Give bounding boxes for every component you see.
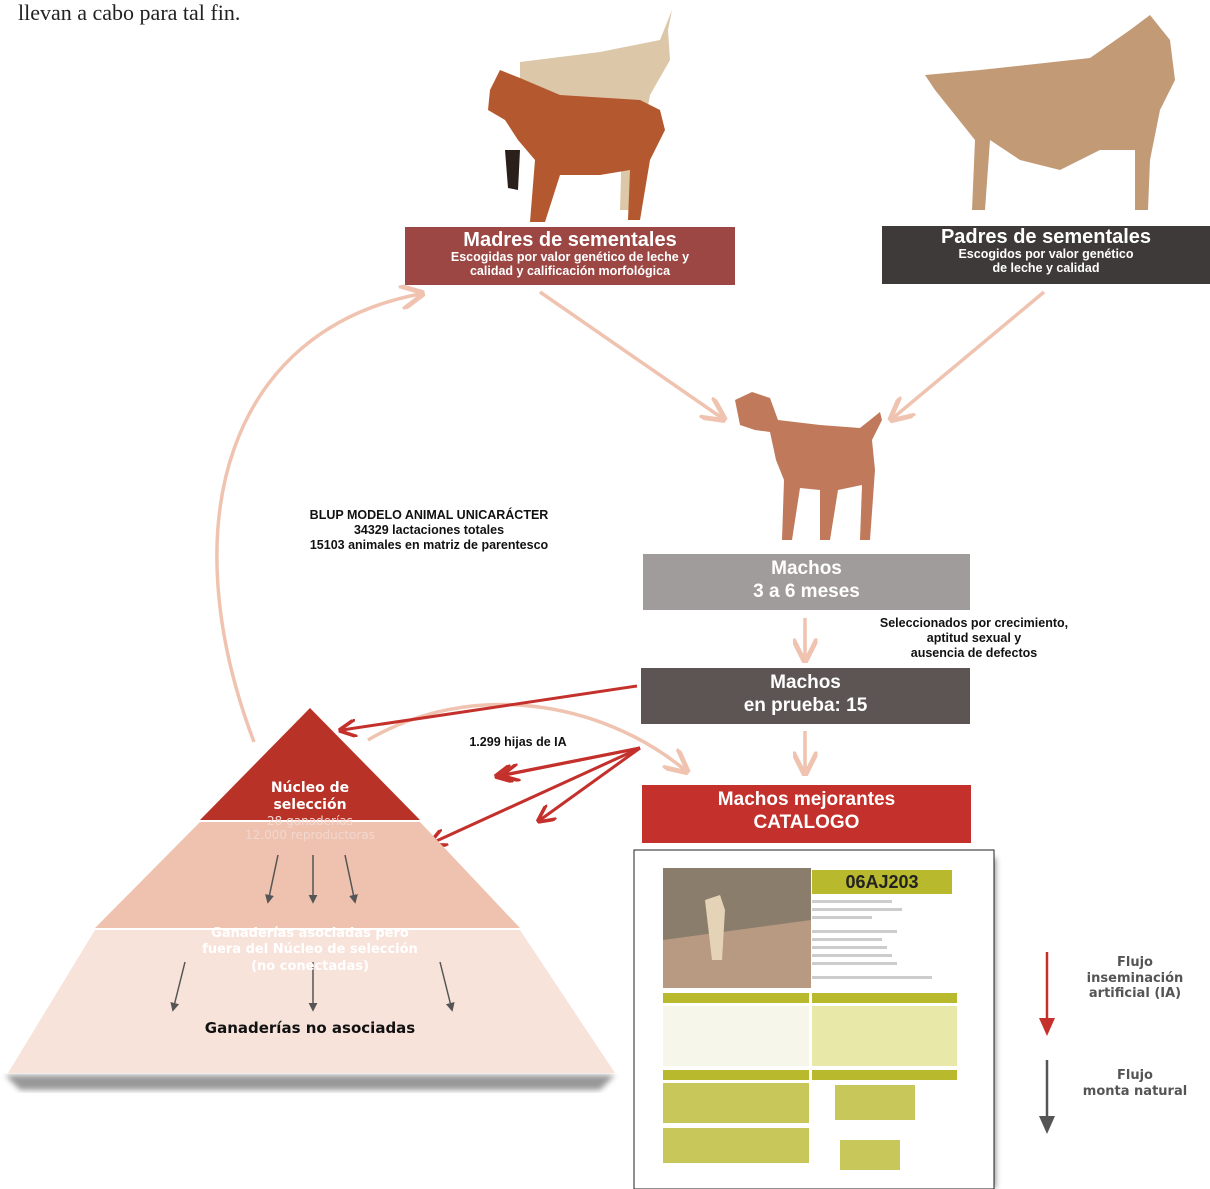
legend-monta-line-1: Flujo — [1117, 1068, 1153, 1083]
hijas-ia-label: 1.299 hijas de IA — [469, 735, 567, 749]
machos-joven-line-1: Machos — [771, 558, 842, 579]
arrow-blup-to-madres — [215, 294, 420, 743]
arrow-nat-1 — [265, 854, 279, 904]
madres-box: Madres de sementales Escogidas por valor… — [405, 227, 735, 285]
machos-mejorantes-box: Machos mejorantes CATALOGO — [642, 785, 971, 843]
goat-macho-image — [735, 392, 882, 540]
padres-box: Padres de sementales Escogidos por valor… — [882, 226, 1210, 284]
catalog-document: 06AJ203 — [633, 849, 995, 1189]
nucleo-line-1: 28 ganaderías — [267, 813, 353, 828]
machos-joven-line-2: 3 a 6 meses — [753, 580, 860, 602]
mejorantes-line-1: Machos mejorantes — [717, 789, 896, 810]
mejorantes-line-2: CATALOGO — [753, 811, 860, 833]
blup-line-3: 15103 animales en matriz de parentesco — [309, 538, 549, 552]
asociadas-line-1: Ganaderías asociadas pero — [211, 926, 409, 941]
legend-ia-line-1: Flujo — [1117, 955, 1153, 970]
nucleo-title-1: Núcleo de — [270, 780, 350, 796]
legend-ia-line-2: inseminación — [1086, 970, 1184, 986]
blup-note: BLUP MODELO ANIMAL UNICARÁCTER 34329 lac… — [284, 508, 574, 553]
asociadas-text: Ganaderías asociadas pero fuera del Núcl… — [160, 926, 460, 975]
asociadas-line-3: (no conectadas) — [251, 958, 369, 974]
asociadas-line-2: fuera del Núcleo de selección — [202, 942, 418, 958]
padres-subtitle-1: Escogidos por valor genético — [958, 247, 1134, 261]
madres-subtitle-1: Escogidas por valor genético de leche y — [450, 250, 690, 264]
pyramid-shadow — [5, 1075, 615, 1090]
madres-title: Madres de sementales — [463, 229, 677, 251]
arrow-padres-to-macho — [893, 290, 1046, 418]
catalog-code: 06AJ203 — [845, 872, 918, 892]
blup-line-1: BLUP MODELO ANIMAL UNICARÁCTER — [309, 508, 549, 522]
goat-madres-image — [488, 10, 672, 222]
arrow-nat-6 — [439, 961, 455, 1012]
machos-prueba-line-2: en prueba: 15 — [743, 694, 868, 716]
legend-monta-line-2: monta natural — [1082, 1083, 1188, 1099]
madres-subtitle-2: calidad y calificación morfológica — [469, 263, 671, 278]
arrow-catalog-to-noasociadas — [540, 746, 641, 820]
seleccion-line-2: aptitud sexual y — [926, 631, 1022, 645]
goat-padres-image — [925, 15, 1175, 210]
blup-line-2: 34329 lactaciones totales — [353, 523, 505, 537]
machos-prueba-line-1: Machos — [770, 672, 841, 693]
intro-text: llevan a cabo para tal fin. — [18, 0, 241, 25]
machos-prueba-box: Machos en prueba: 15 — [641, 668, 970, 724]
arrow-nat-3 — [344, 854, 358, 904]
machos-joven-box: Machos 3 a 6 meses — [643, 554, 970, 610]
legend-ia: Flujo inseminación artificial (IA) — [1075, 955, 1195, 1002]
arrow-madres-to-macho — [539, 290, 722, 418]
arrow-prueba-to-nucleo — [342, 684, 638, 730]
padres-title: Padres de sementales — [940, 226, 1152, 248]
seleccion-line-3: ausencia de defectos — [910, 646, 1038, 660]
arrow-nat-4 — [170, 961, 186, 1012]
nucleo-line-2: 12.000 reproductoras — [245, 827, 375, 842]
arrow-catalog-to-nucleo — [432, 746, 641, 843]
padres-subtitle-2: de leche y calidad — [992, 260, 1100, 275]
no-asociadas-text: Ganaderías no asociadas — [204, 1019, 416, 1037]
legend-monta: Flujo monta natural — [1075, 1068, 1195, 1099]
nucleo-title-2: selección — [273, 796, 347, 813]
nucleo-text: Núcleo de selección 28 ganaderías 12.000… — [200, 780, 420, 842]
seleccion-line-1: Seleccionados por crecimiento, — [879, 616, 1069, 630]
legend-ia-line-3: artificial (IA) — [1088, 986, 1182, 1002]
seleccion-note: Seleccionados por crecimiento, aptitud s… — [858, 616, 1090, 661]
